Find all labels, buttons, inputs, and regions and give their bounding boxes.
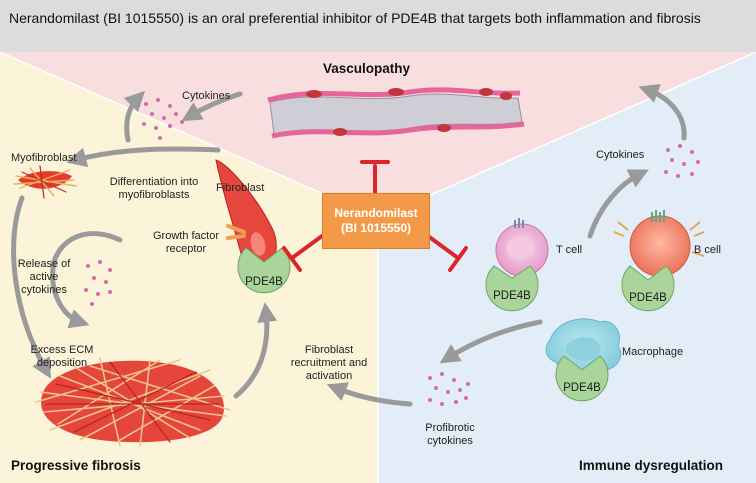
label-fibroblast-recruitment: Fibroblast recruitment and activation — [290, 344, 368, 382]
label-b-cell: B cell — [694, 244, 721, 256]
drug-name: Nerandomilast — [334, 206, 418, 220]
pde4b-label-fibroblast: PDE4B — [245, 276, 283, 288]
page-title: Nerandomilast (BI 1015550) is an oral pr… — [9, 10, 701, 26]
drug-box-nerandomilast: Nerandomilast (BI 1015550) — [322, 193, 430, 249]
label-profibrotic-cytokines: Profibrotic cytokines — [425, 422, 475, 447]
inhibition-lines — [282, 160, 468, 272]
pde4b-label-b-cell: PDE4B — [629, 292, 667, 304]
pde4b-label-t-cell: PDE4B — [493, 290, 531, 302]
label-t-cell: T cell — [556, 244, 583, 256]
pde4b-label-macrophage: PDE4B — [563, 382, 601, 394]
section-title-progressive-fibrosis: Progressive fibrosis — [11, 458, 141, 473]
label-fibroblast: Fibroblast — [216, 182, 265, 194]
process-arrows — [11, 84, 687, 407]
label-excess-ecm: Excess ECM deposition — [30, 344, 94, 369]
label-myofibroblast: Myofibroblast — [11, 152, 77, 164]
drug-code: (BI 1015550) — [340, 221, 412, 235]
pde4b-receptor-b-cell — [621, 265, 675, 312]
section-title-vasculopathy: Vasculopathy — [323, 61, 411, 76]
header-bar: Nerandomilast (BI 1015550) is an oral pr… — [0, 0, 756, 52]
pde4b-receptor-macrophage — [555, 355, 609, 402]
label-cytokines-left: Cytokines — [182, 90, 231, 102]
label-cytokines-right: Cytokines — [596, 149, 645, 161]
cytokines-dots-right — [664, 144, 700, 178]
label-growth-factor-receptor: Growth factor receptor — [152, 230, 220, 255]
label-release-cytokines: Release of active cytokines — [17, 258, 71, 296]
pde4b-receptors — [237, 247, 675, 402]
label-macrophage: Macrophage — [622, 346, 684, 358]
pde4b-receptor-t-cell — [485, 265, 539, 312]
ecm-deposition-graphic — [35, 357, 231, 447]
label-differentiation: Differentiation into myofibroblasts — [109, 176, 199, 201]
cytokines-dots-release — [84, 260, 112, 306]
cytokines-dots-profibrotic — [428, 372, 470, 406]
myofibroblast-graphic — [13, 165, 77, 199]
blood-vessel-graphic — [267, 87, 525, 139]
section-title-immune-dysregulation: Immune dysregulation — [579, 458, 724, 473]
pde4b-receptor-fibroblast — [237, 247, 291, 294]
